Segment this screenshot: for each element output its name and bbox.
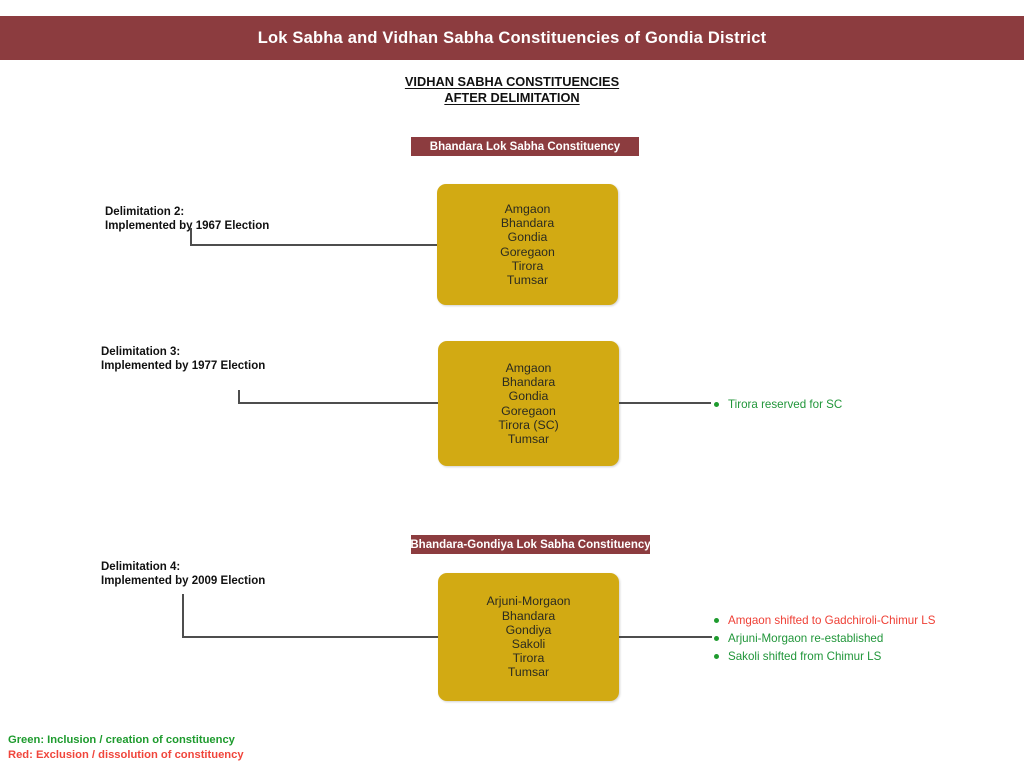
connector-line-vertical [182,594,184,638]
delimitation-4-label: Delimitation 4: Implemented by 2009 Elec… [101,560,265,588]
constituency-item: Bhandara [500,216,555,231]
annotation-text: Tirora reserved for SC [728,398,843,411]
constituency-item: Tirora [512,651,545,666]
bullet-icon [714,618,719,623]
constituency-item: Tirora (SC) [498,417,559,432]
annotation-item: Sakoli shifted from Chimur LS [714,648,936,666]
section-heading-line-1: VIDHAN SABHA CONSTITUENCIES [404,74,620,89]
annotation-list-delimitation-4: Amgaon shifted to Gadchiroli-Chimur LS A… [714,612,936,666]
annotation-item: Tirora reserved for SC [714,396,842,414]
bullet-icon [714,402,719,407]
legend-green-line: Green: Inclusion / creation of constitue… [8,734,235,746]
constituency-item: Bhandara [501,608,556,623]
delimitation-label-line-2: Implemented by 1967 Election [105,220,270,232]
constituency-item: Gondia [507,230,548,245]
constituency-item: Tumsar [507,665,550,680]
delimitation-label-line-1: Delimitation 2: [105,206,185,218]
legend-red-line: Red: Exclusion / dissolution of constitu… [8,748,244,761]
annotation-text: Amgaon shifted to Gadchiroli-Chimur LS [728,614,936,627]
constituency-item: Gondiya [505,622,552,637]
annotation-item: Arjuni-Morgaon re-established [714,630,936,648]
delimitation-label-line-1: Delimitation 3: [101,346,181,358]
page-title: Lok Sabha and Vidhan Sabha Constituencie… [257,28,767,47]
vidhan-sabha-box-delimitation-4: Arjuni-Morgaon Bhandara Gondiya Sakoli T… [438,573,619,701]
connector-line-horizontal-right [619,636,712,638]
delimitation-label-line-1: Delimitation 4: [101,561,181,573]
legend: Green: Inclusion / creation of constitue… [8,733,244,762]
delimitation-2-label: Delimitation 2: Implemented by 1967 Elec… [105,205,269,233]
connector-line-vertical [238,390,240,404]
constituency-item: Sakoli [511,637,546,651]
annotation-text: Arjuni-Morgaon re-established [728,632,884,645]
constituency-item: Arjuni-Morgaon [486,594,571,609]
constituency-item: Amgaon [504,201,551,216]
bullet-icon [714,636,719,641]
connector-line-horizontal [190,244,438,246]
lok-sabha-pill-bhandara-gondiya: Bhandara-Gondiya Lok Sabha Constituency [410,535,651,554]
bullet-icon [714,654,719,659]
constituency-item: Tirora [511,258,544,273]
lok-sabha-pill-bhandara: Bhandara Lok Sabha Constituency [411,137,639,156]
vidhan-sabha-box-delimitation-2: Amgaon Bhandara Gondia Goregaon Tirora T… [437,184,618,305]
constituency-item: Tumsar [506,272,549,287]
section-heading: VIDHAN SABHA CONSTITUENCIES AFTER DELIMI… [0,74,1024,106]
constituency-item: Gondia [508,389,549,404]
annotation-list-delimitation-3: Tirora reserved for SC [714,396,842,414]
constituency-item: Tumsar [507,431,550,446]
constituency-item: Goregaon [501,403,556,418]
delimitation-label-line-2: Implemented by 2009 Election [101,575,266,587]
annotation-text: Sakoli shifted from Chimur LS [728,650,882,663]
constituency-item: Bhandara [501,375,556,390]
annotation-item: Amgaon shifted to Gadchiroli-Chimur LS [714,612,936,630]
connector-line-horizontal-right [619,402,711,404]
delimitation-3-label: Delimitation 3: Implemented by 1977 Elec… [101,345,265,373]
constituency-item: Goregaon [500,244,555,259]
vidhan-sabha-box-delimitation-3: Amgaon Bhandara Gondia Goregaon Tirora (… [438,341,619,466]
lok-sabha-pill-label: Bhandara-Gondiya Lok Sabha Constituency [410,538,651,551]
connector-line-vertical [190,228,192,246]
section-heading-line-2: AFTER DELIMITATION [444,90,580,105]
connector-line-horizontal [238,402,439,404]
delimitation-label-line-2: Implemented by 1977 Election [101,360,266,372]
constituency-item: Amgaon [505,360,552,375]
connector-line-horizontal [182,636,439,638]
lok-sabha-pill-label: Bhandara Lok Sabha Constituency [429,140,621,153]
page-banner: Lok Sabha and Vidhan Sabha Constituencie… [0,16,1024,60]
